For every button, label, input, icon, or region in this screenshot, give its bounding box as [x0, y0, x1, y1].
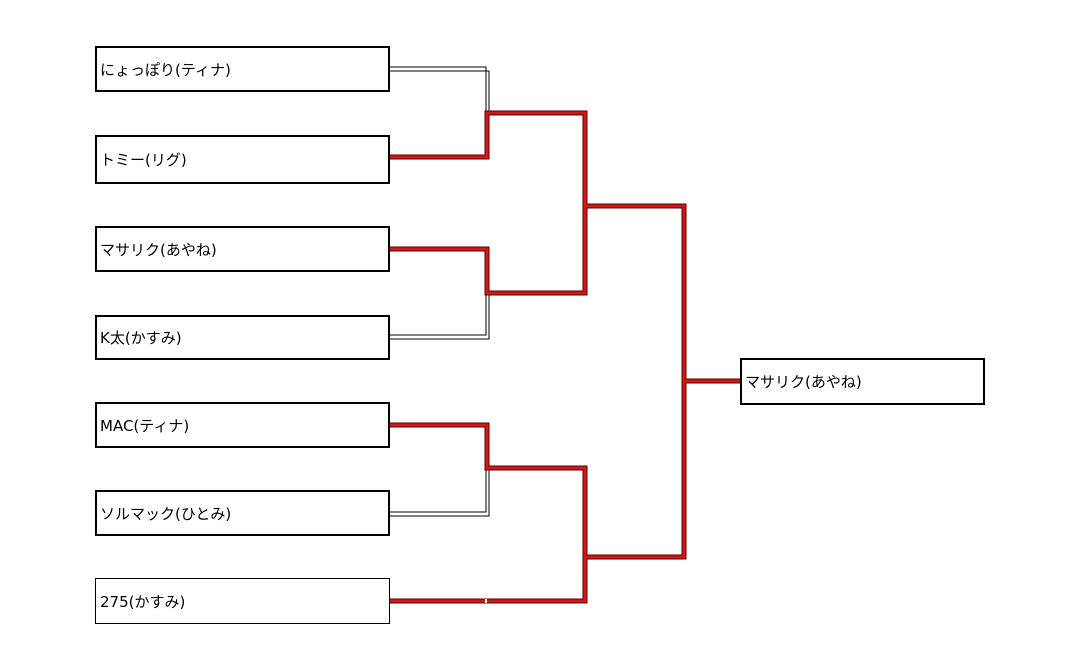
bracket-entry: K太(かすみ) [95, 315, 390, 360]
champion-label: マサリク(あやね) [745, 373, 862, 391]
entry-label: ソルマック(ひとみ) [100, 504, 232, 523]
entry-label: K太(かすみ) [100, 329, 182, 347]
bracket-entry: マサリク(あやね) [95, 226, 390, 272]
bracket-entry: 275(かすみ) [95, 578, 390, 624]
champion-entry: マサリク(あやね) [740, 358, 985, 405]
bracket-entry: トミー(リグ) [95, 135, 390, 184]
entry-label: マサリク(あやね) [100, 240, 217, 259]
entry-label: MAC(ティナ) [100, 416, 190, 435]
loser-lines [389, 66, 687, 603]
entry-label: 275(かすみ) [100, 592, 186, 611]
winner-lines [389, 110, 741, 604]
bracket-entry: にょっぽり(ティナ) [95, 46, 390, 92]
entry-label: にょっぽり(ティナ) [100, 60, 231, 79]
bracket-entry: ソルマック(ひとみ) [95, 490, 390, 536]
bracket-entry: MAC(ティナ) [95, 402, 390, 448]
entry-label: トミー(リグ) [100, 151, 187, 169]
